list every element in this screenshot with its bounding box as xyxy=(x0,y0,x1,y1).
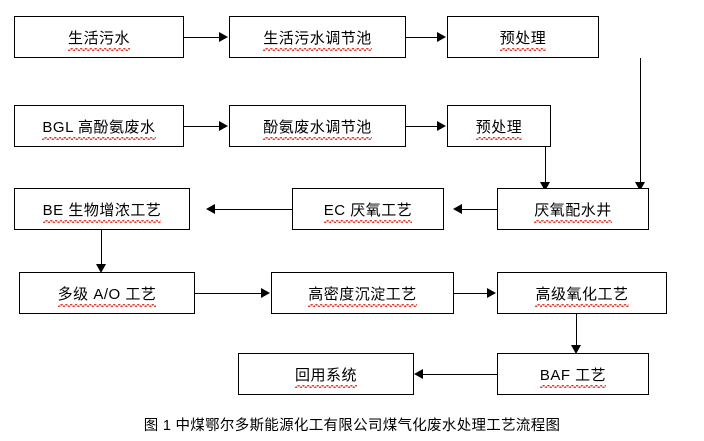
node-pretreatment-1[interactable]: 预处理 xyxy=(447,16,599,58)
edge-line xyxy=(406,126,438,127)
node-ec-anaerobic-process[interactable]: EC 厌氧工艺 xyxy=(292,188,444,230)
edge-arrowhead xyxy=(96,264,106,273)
edge-arrowhead xyxy=(453,204,462,214)
node-multistage-ao[interactable]: 多级 A/O 工艺 xyxy=(19,272,195,314)
node-label: 回用系统 xyxy=(294,364,358,388)
edge-arrowhead xyxy=(437,32,446,42)
node-label: BE 生物增浓工艺 xyxy=(42,199,162,223)
node-label: 预处理 xyxy=(499,27,547,51)
edge-line xyxy=(640,58,641,184)
node-label: 预处理 xyxy=(475,116,523,140)
edge-line xyxy=(576,314,577,347)
node-label: 高密度沉淀工艺 xyxy=(308,283,417,307)
node-label: 厌氧配水井 xyxy=(534,199,612,223)
node-label: 生活污水 xyxy=(67,27,131,51)
node-domestic-sewage[interactable]: 生活污水 xyxy=(14,16,184,58)
edge-line xyxy=(454,293,488,294)
edge-line xyxy=(406,37,438,38)
edge-arrowhead xyxy=(540,182,550,191)
edge-arrowhead xyxy=(635,182,645,191)
edge-line xyxy=(423,374,498,375)
node-advanced-oxidation[interactable]: 高级氧化工艺 xyxy=(497,272,667,314)
edge-arrowhead xyxy=(414,369,423,379)
figure-caption: 图 1 中煤鄂尔多斯能源化工有限公司煤气化废水处理工艺流程图 xyxy=(143,418,561,434)
node-label: 多级 A/O 工艺 xyxy=(57,283,157,307)
node-label: 高级氧化工艺 xyxy=(535,283,629,307)
node-label: 酚氨废水调节池 xyxy=(263,116,372,140)
node-label: 生活污水调节池 xyxy=(263,27,372,51)
node-baf-process[interactable]: BAF 工艺 xyxy=(497,353,649,395)
node-high-density-sedimentation[interactable]: 高密度沉淀工艺 xyxy=(271,272,454,314)
edge-arrowhead xyxy=(206,204,215,214)
edge-line xyxy=(195,293,262,294)
edge-line xyxy=(101,230,102,266)
node-anaerobic-distribution-well[interactable]: 厌氧配水井 xyxy=(497,188,649,230)
edge-line xyxy=(545,147,546,184)
edge-line xyxy=(215,209,293,210)
edge-arrowhead xyxy=(571,345,581,354)
node-domestic-sewage-tank[interactable]: 生活污水调节池 xyxy=(229,16,406,58)
node-label: BAF 工艺 xyxy=(539,364,607,388)
node-phenol-ammonia-tank[interactable]: 酚氨废水调节池 xyxy=(229,105,406,147)
edge-line xyxy=(184,126,220,127)
edge-line xyxy=(462,209,498,210)
node-be-bio-enrichment[interactable]: BE 生物增浓工艺 xyxy=(14,188,190,230)
edge-arrowhead xyxy=(219,121,228,131)
edge-arrowhead xyxy=(261,288,270,298)
edge-arrowhead xyxy=(219,32,228,42)
edge-line xyxy=(184,37,220,38)
node-label: EC 厌氧工艺 xyxy=(323,199,413,223)
node-bgl-phenol-ammonia[interactable]: BGL 高酚氨废水 xyxy=(14,105,184,147)
node-label: BGL 高酚氨废水 xyxy=(42,116,156,140)
node-reuse-system[interactable]: 回用系统 xyxy=(238,353,414,395)
edge-arrowhead xyxy=(437,121,446,131)
node-pretreatment-2[interactable]: 预处理 xyxy=(447,105,551,147)
edge-arrowhead xyxy=(487,288,496,298)
